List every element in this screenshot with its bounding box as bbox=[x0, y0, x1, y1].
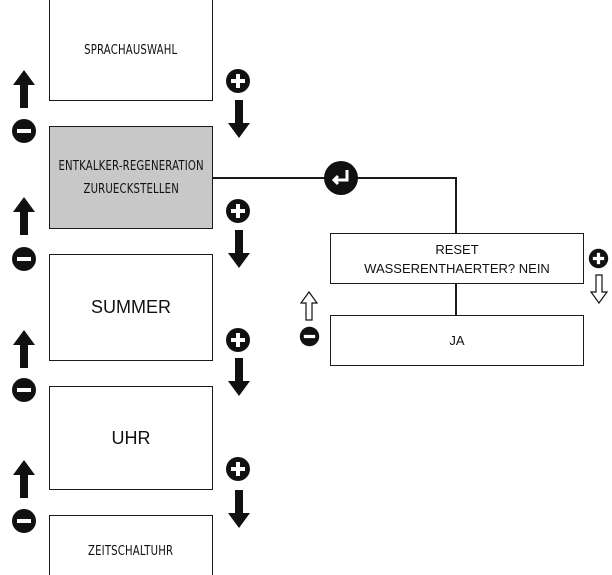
reset-question-line1: RESET bbox=[435, 241, 479, 257]
connector-question-to-yes bbox=[455, 284, 457, 315]
plus-circle-icon[interactable] bbox=[588, 248, 609, 269]
minus-circle-icon[interactable] bbox=[11, 508, 37, 534]
menu-item-label: ZURUECKSTELLEN bbox=[83, 181, 179, 197]
menu-item-buzzer[interactable]: SUMMER bbox=[49, 254, 213, 361]
down-arrow-icon bbox=[228, 100, 250, 138]
menu-item-label: SUMMER bbox=[91, 297, 171, 317]
reset-question-line2: WASSERENTHAERTER? NEIN bbox=[364, 260, 550, 276]
plus-circle-icon[interactable] bbox=[225, 198, 251, 224]
plus-circle-icon[interactable] bbox=[225, 68, 251, 94]
up-arrow-icon bbox=[13, 460, 35, 498]
menu-item-language[interactable]: SPRACHAUSWAHL bbox=[49, 0, 213, 101]
enter-icon bbox=[324, 161, 358, 195]
down-arrow-outline-icon bbox=[590, 274, 608, 304]
menu-item-label: UHR bbox=[111, 427, 151, 448]
menu-item-descale-reset[interactable]: ENTKALKER-REGENERATION ZURUECKSTELLEN bbox=[49, 126, 213, 229]
down-arrow-icon bbox=[228, 490, 250, 528]
up-arrow-outline-icon bbox=[300, 291, 318, 321]
minus-circle-icon[interactable] bbox=[11, 377, 37, 403]
up-arrow-icon bbox=[13, 330, 35, 368]
plus-circle-icon[interactable] bbox=[225, 327, 251, 353]
menu-item-clock[interactable]: UHR bbox=[49, 386, 213, 490]
down-arrow-icon bbox=[228, 230, 250, 268]
connector-from-enter bbox=[357, 177, 456, 179]
menu-item-timer[interactable]: ZEITSCHALTUHR bbox=[49, 515, 213, 575]
connector-down bbox=[455, 177, 457, 233]
menu-item-label: SPRACHAUSWAHL bbox=[84, 42, 178, 58]
up-arrow-icon bbox=[13, 70, 35, 108]
reset-question-box[interactable]: RESET WASSERENTHAERTER? NEIN bbox=[330, 233, 584, 284]
up-arrow-icon bbox=[13, 197, 35, 235]
down-arrow-icon bbox=[228, 358, 250, 396]
menu-item-label: ENTKALKER-REGENERATION bbox=[58, 158, 204, 174]
minus-circle-icon[interactable] bbox=[11, 118, 37, 144]
minus-circle-icon[interactable] bbox=[299, 326, 320, 347]
menu-item-label: ZEITSCHALTUHR bbox=[88, 544, 174, 559]
plus-circle-icon[interactable] bbox=[225, 456, 251, 482]
reset-yes-label: JA bbox=[449, 333, 465, 348]
connector-to-enter bbox=[213, 177, 325, 179]
reset-yes-box[interactable]: JA bbox=[330, 315, 584, 366]
minus-circle-icon[interactable] bbox=[11, 246, 37, 272]
